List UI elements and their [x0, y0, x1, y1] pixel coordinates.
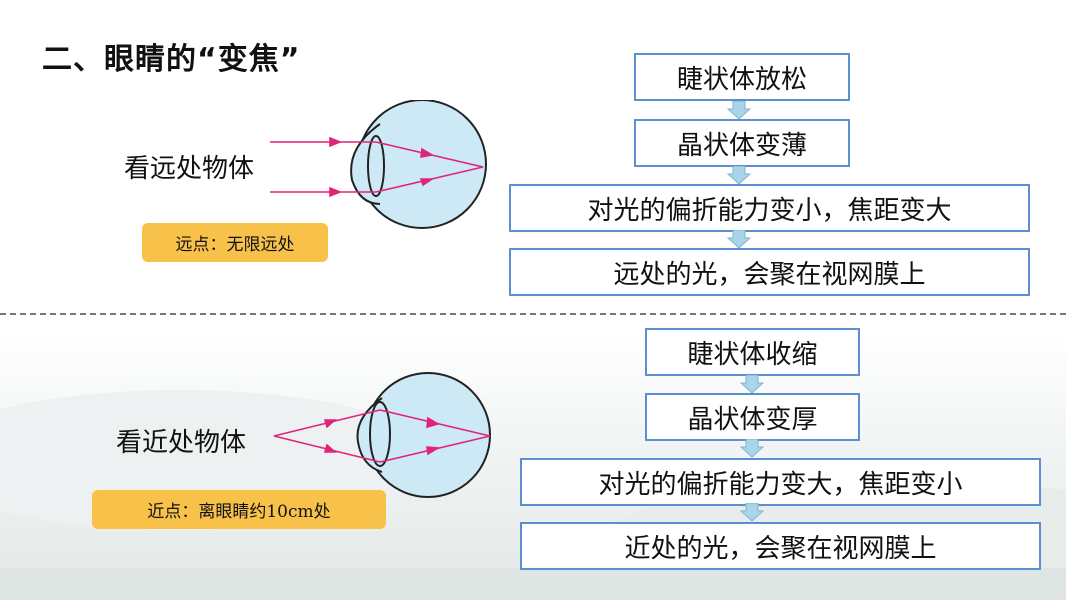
far-step-2: 晶状体变薄	[634, 119, 850, 167]
near-point-badge: 近点：离眼睛约10cm处	[92, 490, 386, 529]
down-arrow-icon	[727, 166, 751, 185]
light-rays	[270, 136, 484, 198]
page-title: 二、眼睛的“变焦”	[42, 42, 301, 77]
far-step-3: 对光的偏折能力变小，焦距变大	[509, 184, 1030, 232]
far-object-label: 看远处物体	[124, 154, 255, 184]
far-eye-diagram	[270, 100, 487, 229]
near-step-4: 近处的光，会聚在视网膜上	[520, 522, 1041, 570]
down-arrow-icon	[727, 230, 751, 249]
near-step-3: 对光的偏折能力变大，焦距变小	[520, 458, 1041, 506]
section-divider	[0, 313, 1066, 315]
down-arrow-icon	[740, 503, 764, 522]
lens-shape	[369, 401, 391, 467]
far-step-1: 睫状体放松	[634, 53, 850, 101]
far-step-4: 远处的光，会聚在视网膜上	[509, 248, 1030, 296]
lens-shape	[367, 135, 385, 197]
near-eye-diagram	[273, 372, 491, 498]
near-object-label: 看近处物体	[116, 428, 247, 458]
down-arrow-icon	[740, 375, 764, 394]
far-point-badge: 远点：无限远处	[142, 223, 328, 262]
near-step-1: 睫状体收缩	[645, 328, 860, 376]
down-arrow-icon	[740, 439, 764, 458]
near-step-2: 晶状体变厚	[645, 393, 860, 441]
light-rays	[273, 409, 491, 463]
down-arrow-icon	[727, 101, 751, 120]
